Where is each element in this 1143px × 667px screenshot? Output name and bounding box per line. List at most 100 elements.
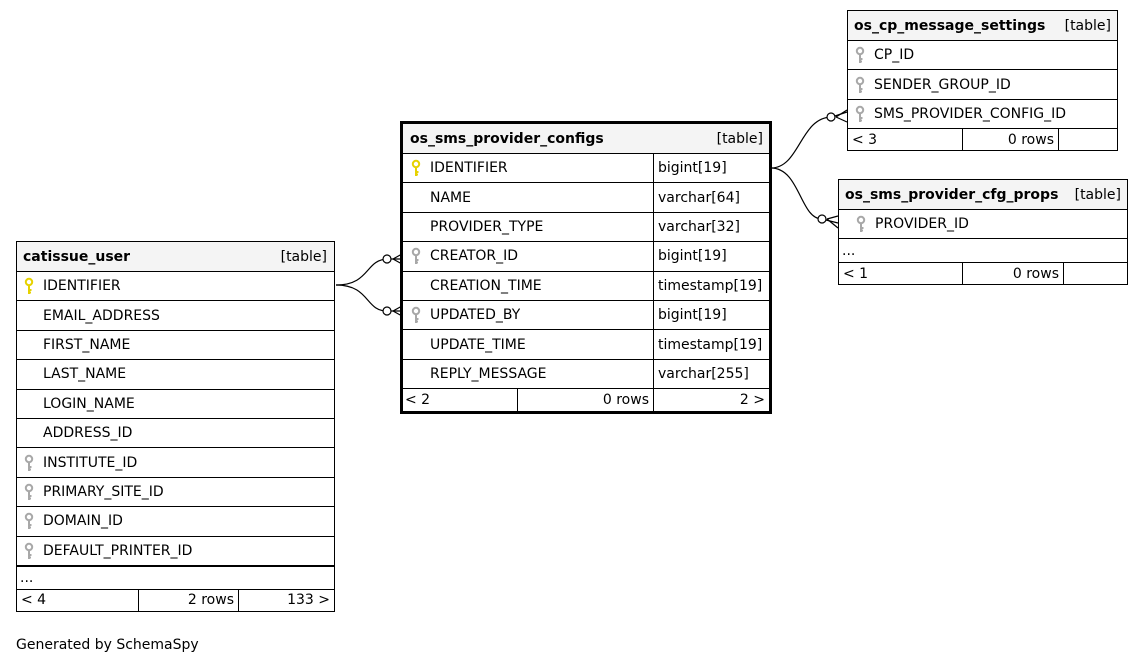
column-row[interactable]: PRIMARY_SITE_ID — [17, 476, 334, 506]
no-key-spacer — [410, 336, 422, 354]
row-count: 0 rows — [1012, 265, 1059, 282]
column-row[interactable]: CREATION_TIME timestamp[19] — [403, 270, 769, 300]
column-name: DEFAULT_PRINTER_ID — [43, 542, 193, 559]
table-footer: < 4 2 rows 133 > — [17, 588, 334, 611]
column-row[interactable]: ADDRESS_ID — [17, 417, 334, 447]
column-name: LAST_NAME — [43, 366, 127, 383]
children-count[interactable]: 2 > — [739, 392, 765, 409]
column-row[interactable]: UPDATED_BY bigint[19] — [403, 299, 769, 330]
column-row[interactable]: FIRST_NAME — [17, 329, 334, 359]
children-count[interactable]: 133 > — [287, 592, 330, 609]
column-name: IDENTIFIER — [43, 278, 121, 295]
parents-count[interactable]: < 1 — [843, 265, 869, 282]
column-row[interactable]: SENDER_GROUP_ID — [848, 69, 1117, 98]
table-footer: < 2 0 rows 2 > — [403, 388, 769, 412]
generated-by-label: Generated by SchemaSpy — [16, 637, 199, 653]
column-name: CREATION_TIME — [430, 277, 542, 294]
no-key-spacer — [23, 365, 35, 383]
table-catissue-user[interactable]: catissue_user [table] IDENTIFIER EMAIL_AD… — [16, 241, 335, 612]
table-kind: [table] — [716, 130, 763, 147]
column-type: timestamp[19] — [658, 277, 763, 294]
table-name: os_sms_provider_configs — [410, 130, 604, 147]
column-name: REPLY_MESSAGE — [430, 365, 547, 382]
column-name: PROVIDER_TYPE — [430, 218, 544, 235]
column-row[interactable]: INSTITUTE_ID — [17, 447, 334, 476]
column-name: NAME — [430, 189, 471, 206]
column-name: LOGIN_NAME — [43, 395, 135, 412]
foreign-key-icon — [23, 483, 35, 501]
column-row[interactable]: DEFAULT_PRINTER_ID — [17, 535, 334, 565]
column-type: bigint[19] — [658, 248, 727, 265]
edge-configs-props — [770, 167, 839, 224]
column-name: INSTITUTE_ID — [43, 454, 138, 471]
row-count: 0 rows — [602, 392, 649, 409]
table-os-sms-provider-configs[interactable]: os_sms_provider_configs [table] IDENTIFI… — [400, 121, 772, 415]
row-count: 0 rows — [1007, 131, 1054, 148]
more-columns: ... — [839, 238, 1127, 262]
table-name: os_cp_message_settings — [854, 17, 1046, 34]
column-row[interactable]: DOMAIN_ID — [17, 506, 334, 535]
column-name: UPDATE_TIME — [430, 336, 526, 353]
foreign-key-icon — [23, 542, 35, 560]
column-row[interactable]: SMS_PROVIDER_CONFIG_ID — [848, 98, 1117, 128]
no-key-spacer — [410, 218, 422, 236]
foreign-key-icon — [23, 454, 35, 472]
table-name: catissue_user — [23, 248, 131, 265]
column-name: EMAIL_ADDRESS — [43, 307, 160, 324]
parents-count[interactable]: < 2 — [405, 392, 431, 409]
table-kind: [table] — [280, 248, 327, 265]
foreign-key-icon — [854, 105, 866, 123]
column-name: PROVIDER_ID — [875, 216, 969, 233]
foreign-key-icon — [854, 76, 866, 94]
column-type: varchar[32] — [658, 218, 740, 235]
column-row[interactable]: IDENTIFIER — [17, 271, 334, 300]
column-name: FIRST_NAME — [43, 336, 131, 353]
edge-configs-settings — [770, 111, 848, 169]
column-type: bigint[19] — [658, 307, 727, 324]
table-os-cp-message-settings[interactable]: os_cp_message_settings [table] CP_ID SEND… — [847, 10, 1118, 152]
column-name: IDENTIFIER — [430, 160, 508, 177]
column-row[interactable]: NAME varchar[64] — [403, 182, 769, 212]
table-header: os_cp_message_settings [table] — [848, 11, 1117, 40]
table-kind: [table] — [1074, 186, 1121, 203]
no-key-spacer — [23, 424, 35, 442]
table-header: os_sms_provider_cfg_props [table] — [839, 180, 1127, 209]
table-os-sms-provider-cfg-props[interactable]: os_sms_provider_cfg_props [table] PROVID… — [838, 179, 1128, 286]
no-key-spacer — [410, 277, 422, 295]
foreign-key-icon — [855, 215, 867, 233]
column-name: SENDER_GROUP_ID — [874, 76, 1011, 93]
column-name: DOMAIN_ID — [43, 513, 123, 530]
column-name: UPDATED_BY — [430, 307, 521, 324]
column-type: varchar[255] — [658, 365, 749, 382]
no-key-spacer — [23, 307, 35, 325]
column-type: timestamp[19] — [658, 336, 763, 353]
foreign-key-icon — [410, 306, 422, 324]
column-name: ADDRESS_ID — [43, 425, 133, 442]
table-header: catissue_user [table] — [17, 242, 334, 271]
table-kind: [table] — [1064, 17, 1111, 34]
column-row[interactable]: PROVIDER_ID — [839, 209, 1127, 238]
table-header: os_sms_provider_configs [table] — [403, 124, 769, 153]
no-key-spacer — [410, 189, 422, 207]
column-type: bigint[19] — [658, 160, 727, 177]
row-count: 2 rows — [187, 592, 234, 609]
parents-count[interactable]: < 3 — [852, 131, 878, 148]
column-type: varchar[64] — [658, 189, 740, 206]
column-row[interactable]: IDENTIFIER bigint[19] — [403, 153, 769, 183]
column-row[interactable]: REPLY_MESSAGE varchar[255] — [403, 358, 769, 389]
column-row[interactable]: CP_ID — [848, 40, 1117, 69]
parents-count[interactable]: < 4 — [21, 592, 47, 609]
primary-key-icon — [23, 277, 35, 295]
column-row[interactable]: UPDATE_TIME timestamp[19] — [403, 329, 769, 359]
no-key-spacer — [410, 365, 422, 383]
column-row[interactable]: LAST_NAME — [17, 359, 334, 388]
column-row[interactable]: EMAIL_ADDRESS — [17, 300, 334, 329]
column-row[interactable]: PROVIDER_TYPE varchar[32] — [403, 211, 769, 242]
table-name: os_sms_provider_cfg_props — [845, 186, 1059, 203]
table-footer: < 1 0 rows — [839, 262, 1127, 285]
edge-user-creator — [335, 258, 402, 286]
column-row[interactable]: LOGIN_NAME — [17, 388, 334, 418]
column-name: SMS_PROVIDER_CONFIG_ID — [874, 105, 1067, 122]
